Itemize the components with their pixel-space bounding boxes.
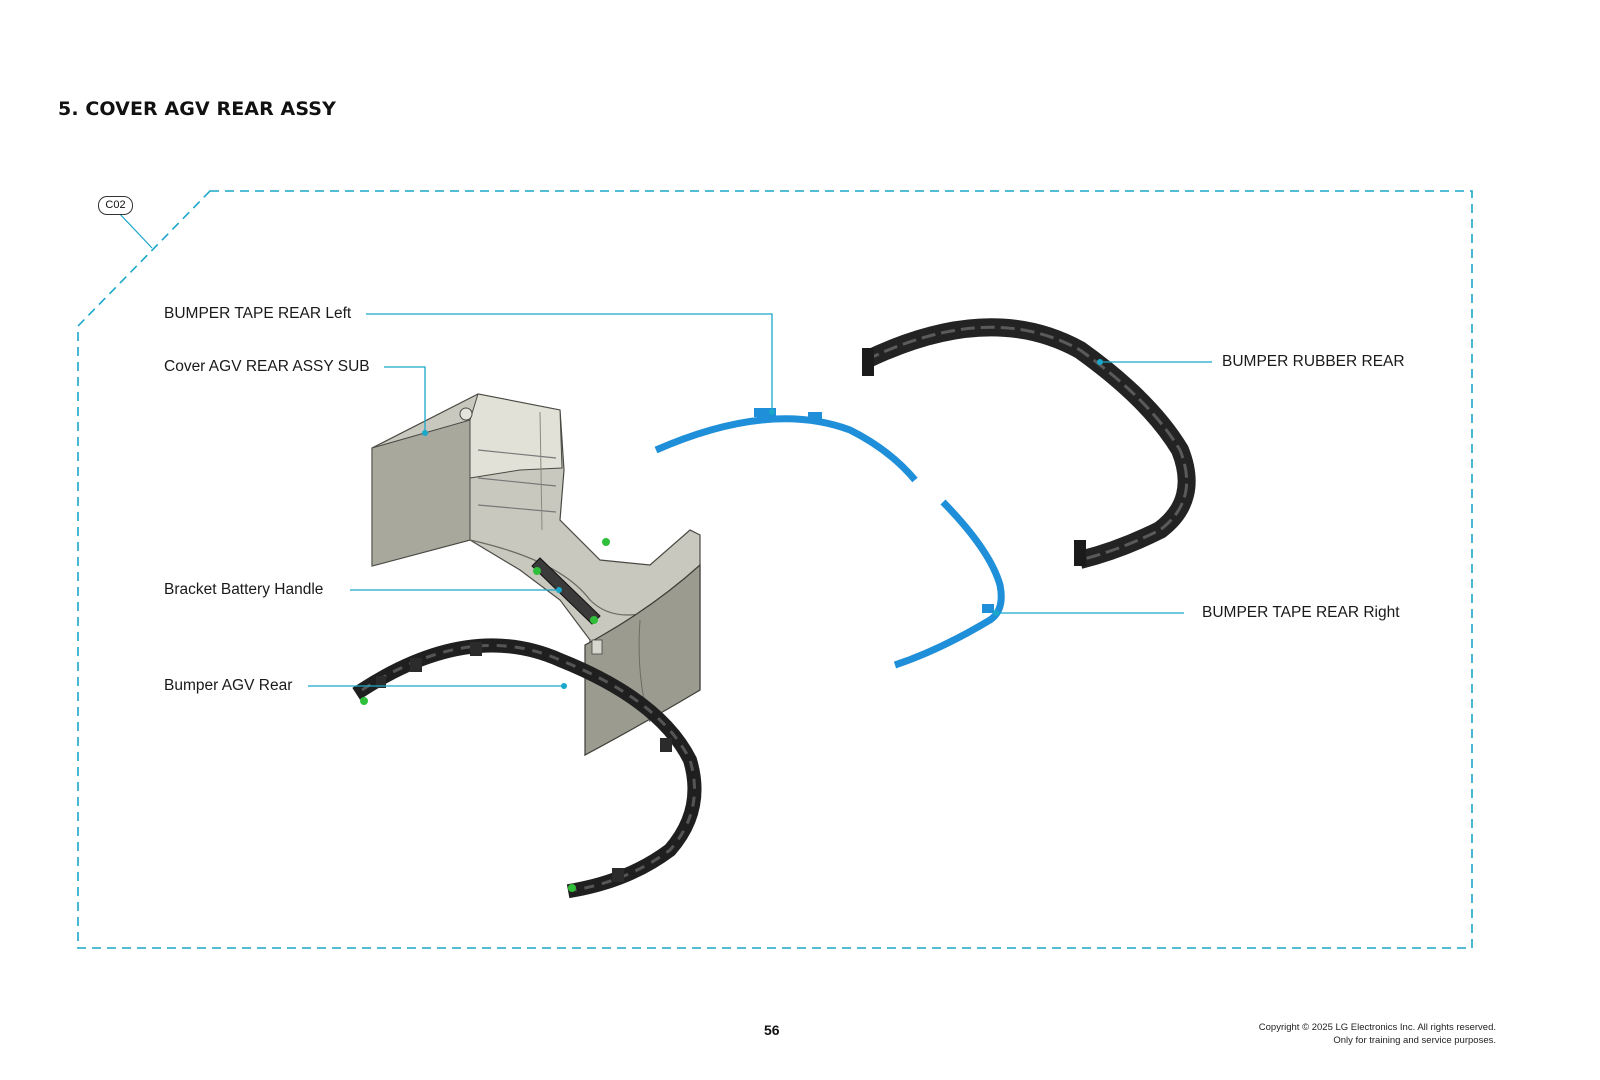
copyright-notice: Copyright © 2025 LG Electronics Inc. All… bbox=[1259, 1021, 1496, 1047]
bumper-agv-rear-part bbox=[352, 638, 702, 899]
bumper-tape-rear-right-part bbox=[893, 499, 1005, 669]
copyright-line-2: Only for training and service purposes. bbox=[1333, 1035, 1496, 1046]
callout-cover-agv-rear-assy-sub: Cover AGV REAR ASSY SUB bbox=[164, 358, 370, 375]
assembly-frame bbox=[77, 190, 1473, 949]
ref-code-badge: C02 bbox=[98, 196, 133, 215]
leader-dots bbox=[422, 359, 1103, 689]
page-title: 5. COVER AGV REAR ASSY bbox=[58, 98, 336, 120]
page-number: 56 bbox=[764, 1022, 780, 1038]
callout-bumper-rubber-rear: BUMPER RUBBER REAR bbox=[1222, 353, 1405, 370]
bumper-tape-rear-left-part bbox=[654, 408, 918, 483]
ref-code-leader bbox=[117, 211, 153, 249]
callout-bumper-tape-rear-left: BUMPER TAPE REAR Left bbox=[164, 305, 352, 322]
leader-cover-agv-rear-assy-sub bbox=[384, 366, 426, 433]
callout-bracket-battery-handle: Bracket Battery Handle bbox=[164, 581, 324, 598]
callout-bumper-tape-rear-right: BUMPER TAPE REAR Right bbox=[1202, 604, 1400, 621]
bumper-rubber-rear-part bbox=[862, 318, 1196, 569]
leader-bumper-tape-rear-left bbox=[366, 313, 773, 412]
leader-lines bbox=[308, 313, 1212, 687]
copyright-line-1: Copyright © 2025 LG Electronics Inc. All… bbox=[1258, 1022, 1496, 1033]
bracket-battery-handle-part bbox=[531, 557, 601, 625]
callout-bumper-agv-rear: Bumper AGV Rear bbox=[164, 677, 293, 694]
